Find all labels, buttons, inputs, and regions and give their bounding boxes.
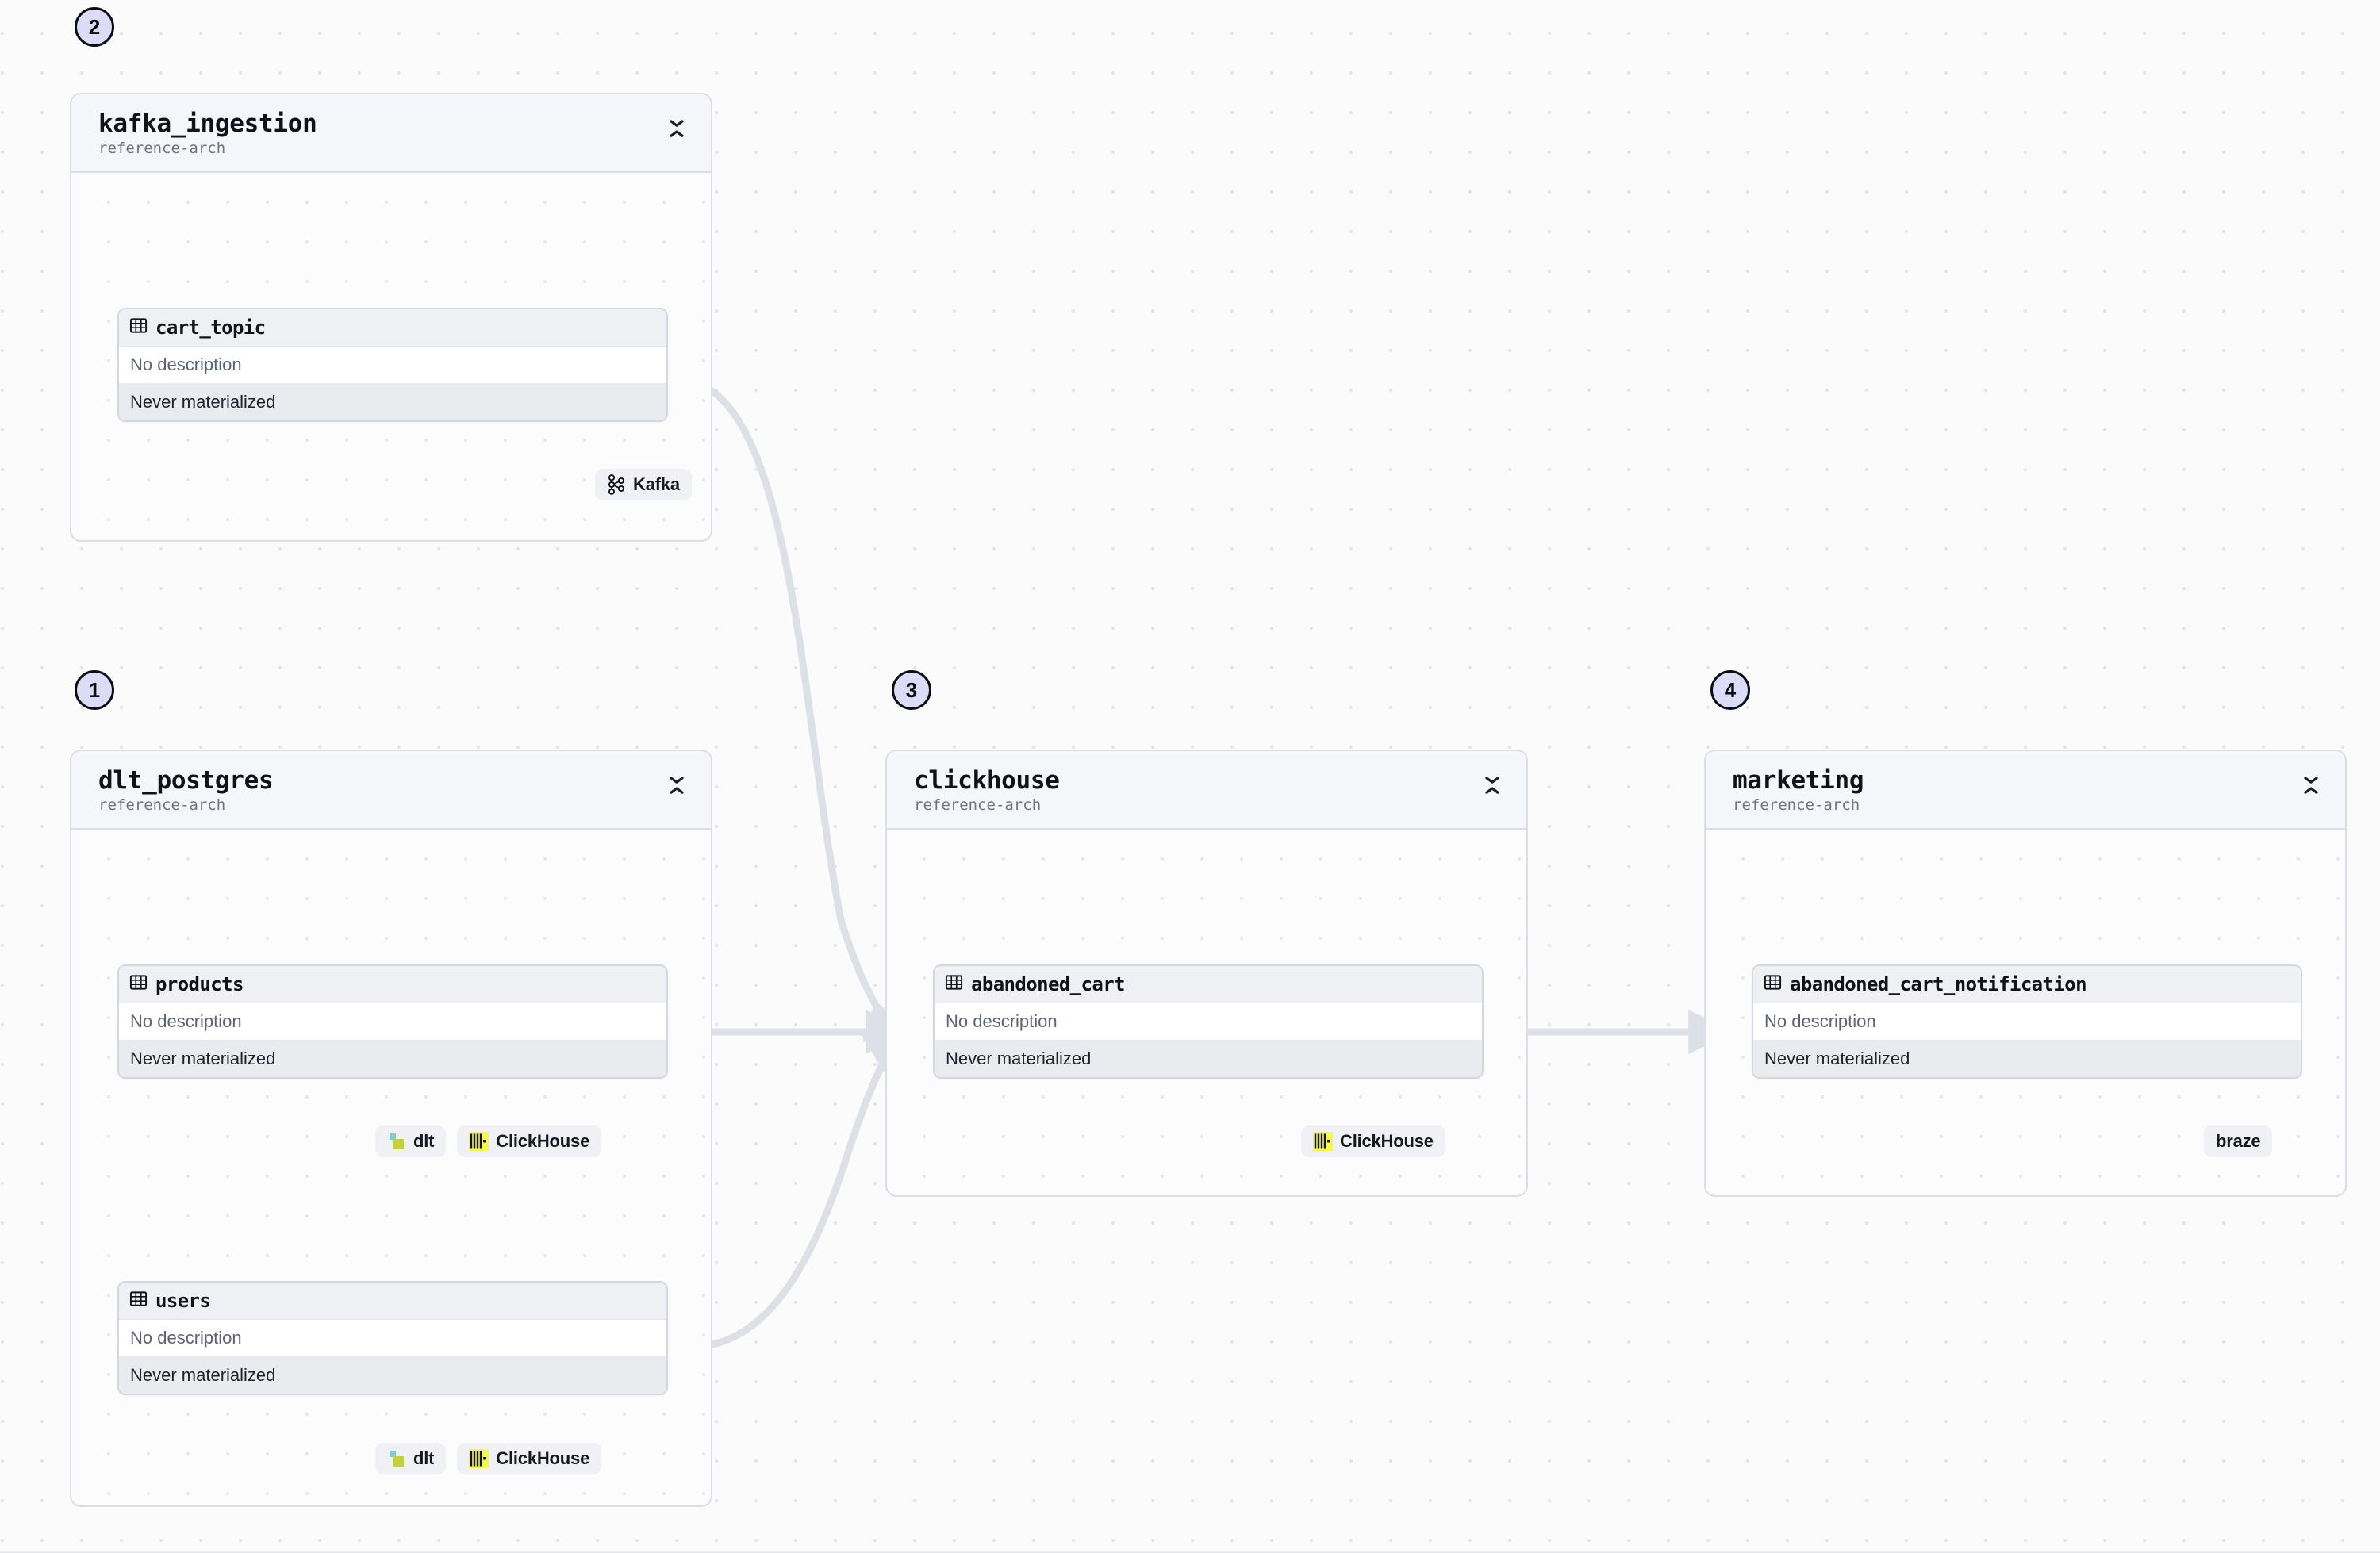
dlt-icon — [387, 1449, 406, 1468]
group-dlt_postgres[interactable]: dlt_postgres reference-arch products No … — [70, 750, 712, 1507]
table-node-name: abandoned_cart — [971, 973, 1125, 995]
table-node-name: abandoned_cart_notification — [1790, 973, 2087, 995]
group-subtitle: reference-arch — [98, 139, 226, 157]
table-node-materialization: Never materialized — [119, 1357, 666, 1394]
dlt-icon — [387, 1132, 406, 1151]
tag-label: ClickHouse — [496, 1131, 590, 1151]
tag-label: dlt — [413, 1131, 435, 1151]
group-subtitle: reference-arch — [914, 796, 1042, 814]
table-node-description: No description — [119, 1320, 666, 1357]
tag-pill-clickhouse[interactable]: ClickHouse — [457, 1125, 602, 1157]
table-node-materialization: Never materialized — [1753, 1041, 2301, 1077]
group-title: kafka_ingestion — [98, 109, 317, 138]
tag-row-users: dlt ClickHouse — [375, 1443, 602, 1474]
group-subtitle: reference-arch — [1733, 796, 1860, 814]
table-node-description: No description — [1753, 1003, 2301, 1041]
tag-row-kafka_ingestion: Kafka — [595, 469, 692, 500]
edge-cart_topic-abandoned_cart — [686, 377, 913, 1043]
group-kafka_ingestion[interactable]: kafka_ingestion reference-arch cart_topi… — [70, 93, 712, 542]
tag-pill-clickhouse[interactable]: ClickHouse — [457, 1443, 602, 1474]
group-title: dlt_postgres — [98, 766, 274, 795]
table-node-abandoned_cart[interactable]: abandoned_cart No description Never mate… — [933, 964, 1484, 1079]
tag-row-marketing: braze — [2204, 1125, 2273, 1157]
clickhouse-icon — [469, 1132, 489, 1151]
group-subtitle: reference-arch — [98, 796, 226, 814]
table-node-header: abandoned_cart_notification — [1753, 966, 2301, 1003]
group-title: marketing — [1733, 766, 1864, 795]
collapse-chevrons-icon[interactable] — [668, 117, 685, 140]
table-node-header: cart_topic — [119, 309, 666, 347]
group-badge-marketing[interactable]: 4 — [1710, 670, 1750, 710]
clickhouse-icon — [1313, 1132, 1333, 1151]
table-node-description: No description — [119, 1003, 666, 1041]
group-header-clickhouse[interactable]: clickhouse reference-arch — [887, 751, 1526, 830]
table-grid-icon — [945, 973, 963, 995]
table-node-name: products — [155, 973, 244, 995]
table-node-description: No description — [119, 347, 666, 384]
group-marketing[interactable]: marketing reference-arch abandoned_cart_… — [1704, 750, 2347, 1197]
collapse-chevrons-icon[interactable] — [1484, 773, 1501, 797]
tag-pill-clickhouse[interactable]: ClickHouse — [1301, 1125, 1445, 1157]
table-node-products[interactable]: products No description Never materializ… — [117, 964, 668, 1079]
table-grid-icon — [1764, 973, 1782, 995]
group-badge-clickhouse[interactable]: 3 — [892, 670, 931, 710]
group-title: clickhouse — [914, 766, 1060, 795]
tag-label: Kafka — [633, 474, 680, 494]
group-badge-kafka_ingestion[interactable]: 2 — [75, 7, 114, 47]
tag-pill-braze[interactable]: braze — [2204, 1125, 2273, 1157]
clickhouse-icon — [469, 1449, 489, 1468]
table-node-header: users — [119, 1283, 666, 1320]
tag-row-products: dlt ClickHouse — [375, 1125, 602, 1157]
table-node-users[interactable]: users No description Never materialized — [117, 1281, 668, 1395]
table-node-materialization: Never materialized — [119, 384, 666, 420]
table-grid-icon — [129, 316, 148, 339]
kafka-icon — [607, 474, 626, 495]
table-node-header: abandoned_cart — [935, 966, 1482, 1003]
group-badge-dlt_postgres[interactable]: 1 — [75, 670, 114, 710]
table-node-name: cart_topic — [155, 316, 266, 339]
table-grid-icon — [129, 973, 148, 995]
tag-label: ClickHouse — [1340, 1131, 1434, 1151]
tag-pill-dlt[interactable]: dlt — [375, 1443, 447, 1474]
tag-label: braze — [2216, 1131, 2261, 1151]
group-clickhouse[interactable]: clickhouse reference-arch abandoned_cart… — [885, 750, 1528, 1197]
table-node-materialization: Never materialized — [119, 1041, 666, 1077]
tag-label: dlt — [413, 1448, 435, 1468]
table-node-abandoned_cart_notification[interactable]: abandoned_cart_notification No descripti… — [1752, 964, 2302, 1079]
table-node-name: users — [155, 1290, 211, 1312]
table-node-cart_topic[interactable]: cart_topic No description Never material… — [117, 308, 668, 422]
tag-row-clickhouse: ClickHouse — [1301, 1125, 1445, 1157]
table-node-description: No description — [935, 1003, 1482, 1041]
collapse-chevrons-icon[interactable] — [2302, 773, 2320, 797]
tag-pill-kafka[interactable]: Kafka — [595, 469, 692, 500]
canvas-bottom-edge — [0, 1551, 2380, 1553]
group-header-dlt_postgres[interactable]: dlt_postgres reference-arch — [71, 751, 711, 830]
table-grid-icon — [129, 1290, 148, 1312]
collapse-chevrons-icon[interactable] — [668, 773, 685, 797]
table-node-materialization: Never materialized — [935, 1041, 1482, 1077]
table-node-header: products — [119, 966, 666, 1003]
tag-label: ClickHouse — [496, 1448, 590, 1468]
group-header-kafka_ingestion[interactable]: kafka_ingestion reference-arch — [71, 94, 711, 173]
edge-users-abandoned_cart — [686, 1030, 912, 1352]
group-header-marketing[interactable]: marketing reference-arch — [1706, 751, 2345, 830]
tag-pill-dlt[interactable]: dlt — [375, 1125, 447, 1157]
